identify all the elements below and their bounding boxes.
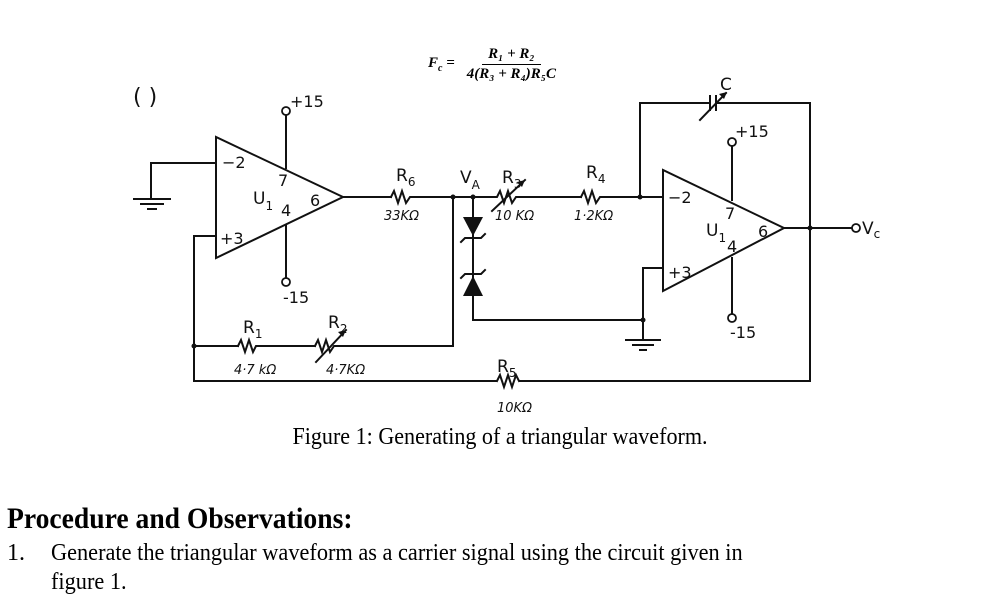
section-heading: Procedure and Observations: (7, 502, 353, 535)
op-amp-label-left: U1 (253, 189, 273, 213)
value-r1: 4·7 kΩ (234, 363, 276, 378)
step-line-1: Generate the triangular waveform as a ca… (51, 540, 743, 566)
supply-neg-label-left: -15 (283, 288, 309, 307)
label-r1: R1 (243, 318, 262, 341)
capacitor-c: C (698, 75, 732, 122)
figure-caption: Figure 1: Generating of a triangular wav… (292, 424, 708, 450)
label-r3: R3 (502, 168, 521, 191)
ground-icon-right (625, 339, 661, 351)
formula-fraction: R₁ + R₂ 4(R₃ + R₄)R₅C (461, 46, 562, 83)
supply-pos-terminal-right (727, 137, 737, 147)
resistor-r2-symbol (313, 196, 454, 356)
supply-pos-label-left: +15 (290, 92, 324, 111)
output-label: Vc (862, 219, 880, 241)
resistor-r1-symbol (236, 336, 316, 356)
node-va-label: VA (460, 168, 481, 192)
label-capacitor: C (720, 75, 732, 95)
op-amp-u1-left: +15 -15 −2 +3 7 4 6 U1 (215, 92, 346, 307)
pin-out-right: 6 (758, 222, 768, 241)
pin-out-left: 6 (310, 191, 320, 210)
pin-inverting-left: −2 (222, 153, 246, 172)
value-r4: 1·2KΩ (574, 209, 613, 224)
value-r5: 10KΩ (497, 401, 532, 416)
op-amp-label-right: U1 (706, 221, 726, 245)
op-amp-right-triangle (662, 168, 787, 293)
formula-lhs: Fc = (428, 55, 455, 74)
step-number: 1. (7, 540, 25, 566)
step-line-2: figure 1. (51, 569, 127, 595)
supply-pos-terminal-left (281, 106, 291, 116)
pin-vneg-right: 4 (727, 237, 737, 256)
label-r5: R5 (497, 357, 516, 380)
formula-denominator: 4(R₃ + R₄)R₅C (466, 66, 557, 82)
pin-vpos-left: 7 (278, 171, 288, 190)
op-amp-u1-right: +15 -15 −2 +3 7 4 6 U1 (662, 122, 787, 342)
triangular-wave-circuit-diagram: ( ) +15 -15 −2 +3 7 4 6 U1 R1 4·7 kΩ R2 … (133, 75, 880, 416)
output-terminal (851, 223, 861, 233)
pin-vpos-right: 7 (725, 204, 735, 223)
formula-numerator: R₁ + R₂ (482, 46, 541, 65)
pin-noninverting-right: +3 (668, 263, 692, 282)
resistor-r4-symbol (579, 187, 664, 207)
supply-neg-terminal-left (281, 277, 291, 287)
value-r6: 33KΩ (384, 209, 419, 224)
resistor-r3-symbol (472, 187, 582, 207)
resistor-r6-symbol (389, 187, 474, 207)
ground-icon-left (133, 198, 171, 210)
value-r3: 10 KΩ (495, 209, 534, 224)
corner-mark: ( ) (133, 85, 157, 110)
pin-noninverting-left: +3 (220, 229, 244, 248)
value-r2: 4·7KΩ (326, 363, 365, 378)
label-r4: R4 (586, 163, 605, 186)
label-r2: R2 (328, 313, 347, 336)
frequency-formula: Fc = R₁ + R₂ 4(R₃ + R₄)R₅C (428, 46, 562, 83)
op-amp-left-triangle (215, 135, 346, 260)
label-r6: R6 (396, 166, 415, 189)
pin-vneg-left: 4 (281, 201, 291, 220)
supply-pos-label-right: +15 (735, 122, 769, 141)
supply-neg-label-right: -15 (730, 323, 756, 342)
step-text: Generate the triangular waveform as a ca… (51, 539, 944, 597)
supply-neg-terminal-right (727, 313, 737, 323)
resistor-r5-symbol (495, 371, 521, 391)
pin-inverting-right: −2 (668, 188, 692, 207)
zener-diodes (459, 196, 644, 321)
